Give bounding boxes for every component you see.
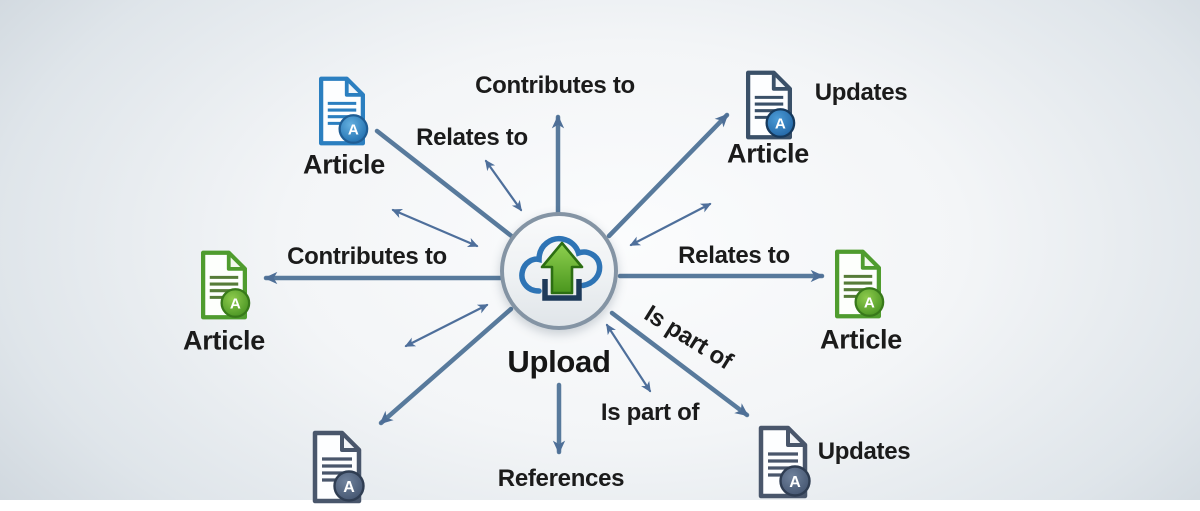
- relation-label-is-part-of-diagonal: Is part of: [639, 300, 738, 376]
- document-article-icon: A: [312, 430, 365, 504]
- upload-hub-node: [500, 212, 618, 330]
- svg-text:A: A: [343, 479, 355, 496]
- article-node-bottom-right: A: [754, 423, 812, 506]
- article-node-right: A: [830, 247, 886, 326]
- article-label-right: Article: [820, 324, 902, 355]
- edge-hub-to-topright-article: [606, 112, 730, 239]
- document-article-icon: A: [758, 425, 811, 499]
- edge-double-upperright: [629, 202, 712, 247]
- edge-hub-to-bottomleft-article: [378, 306, 514, 426]
- article-badge: [854, 287, 885, 317]
- svg-text:A: A: [775, 116, 786, 133]
- relation-label-updates-top-right: Updates: [814, 79, 908, 106]
- article-node-top-left: A: [314, 74, 370, 153]
- relation-label-references-bottom: References: [497, 465, 625, 492]
- article-badge: [338, 114, 369, 144]
- cloud-upload-icon: [519, 235, 603, 301]
- article-badge: [779, 465, 811, 497]
- article-label-left: Article: [183, 325, 265, 356]
- edge-double-lowerright: [605, 323, 652, 393]
- article-label-top-right: Article: [727, 138, 809, 169]
- article-node-top-right: A: [741, 68, 797, 147]
- svg-text:A: A: [864, 295, 875, 312]
- svg-text:A: A: [230, 296, 241, 313]
- hub-label: Upload: [507, 344, 611, 379]
- edge-double-upperleft-outer: [391, 208, 479, 248]
- document-article-icon: A: [318, 76, 369, 146]
- document-article-icon: A: [745, 70, 796, 140]
- edge-double-lowerleft: [404, 303, 489, 348]
- article-badge: [765, 108, 796, 138]
- article-badge: [220, 288, 251, 318]
- relation-label-is-part-of-bottom: Is part of: [600, 399, 700, 426]
- edge-double-upperleft-inner: [484, 159, 523, 212]
- relation-label-contributes-to-left: Contributes to: [287, 243, 447, 270]
- document-article-icon: A: [200, 250, 251, 320]
- article-label-top-left: Article: [303, 149, 385, 180]
- document-article-icon: A: [834, 249, 885, 319]
- relation-label-contributes-to-top: Contributes to: [475, 72, 635, 99]
- svg-text:A: A: [348, 122, 359, 139]
- relation-label-updates-bottom-right: Updates: [817, 438, 911, 465]
- svg-text:A: A: [789, 474, 801, 491]
- relation-label-relates-to-right: Relates to: [678, 242, 790, 269]
- relation-label-relates-to-upper-left: Relates to: [416, 124, 528, 151]
- article-node-left: A: [196, 248, 252, 327]
- article-node-bottom-left: A: [308, 428, 366, 511]
